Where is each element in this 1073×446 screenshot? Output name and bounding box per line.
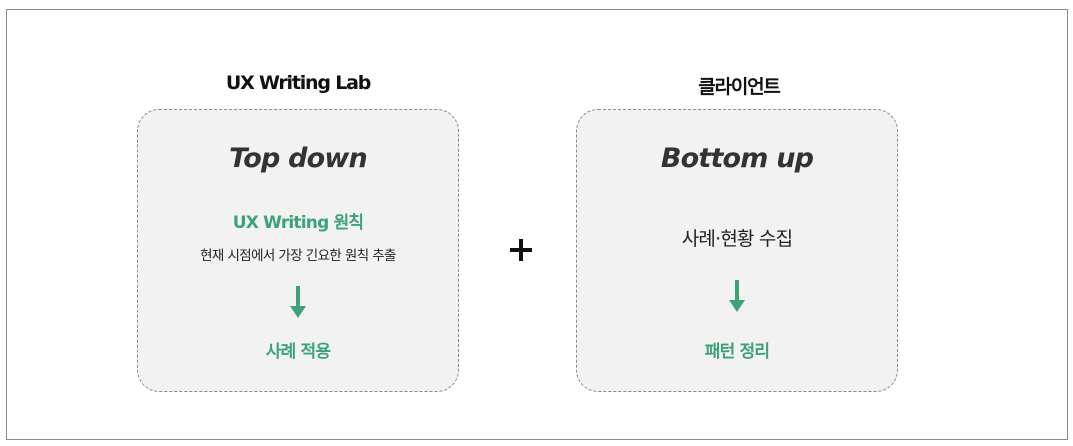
down-arrow-icon [290, 286, 306, 318]
left-column-title: UX Writing Lab [225, 72, 371, 94]
down-arrow-icon [729, 280, 745, 312]
principle-label: UX Writing 원칙 [232, 213, 364, 233]
right-column-title: 클라이언트 [698, 76, 781, 98]
diagram-frame [6, 9, 1068, 440]
principle-description: 현재 시점에서 가장 긴요한 원칙 추출 [200, 248, 396, 264]
bottom-up-heading: Bottom up [660, 143, 814, 174]
top-down-heading: Top down [229, 143, 368, 174]
organize-patterns-label: 패턴 정리 [704, 342, 770, 362]
apply-cases-label: 사례 적용 [265, 342, 331, 362]
top-down-card: Top down UX Writing 원칙 현재 시점에서 가장 긴요한 원칙… [137, 109, 459, 392]
bottom-up-card: Bottom up 사례·현황 수집 패턴 정리 [576, 109, 898, 392]
plus-icon [510, 239, 532, 261]
collect-cases-label: 사례·현황 수집 [681, 228, 793, 250]
